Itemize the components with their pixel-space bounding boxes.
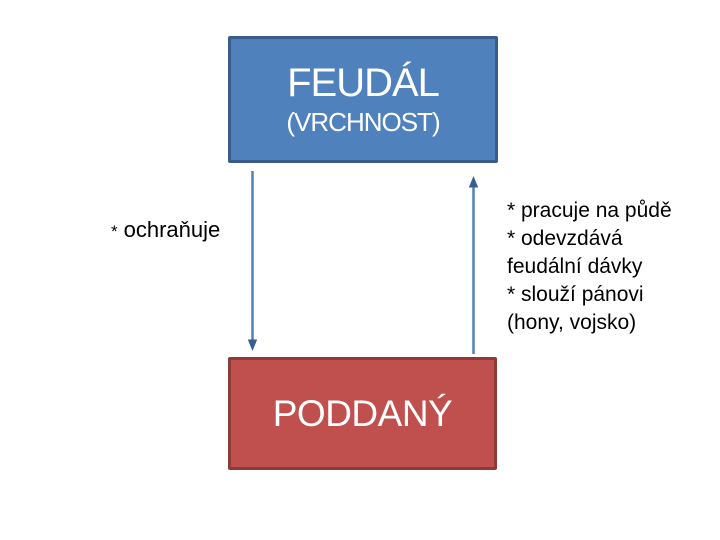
poddany-box: PODDANÝ xyxy=(228,357,497,470)
right-note-line: * pracuje na půdě xyxy=(507,199,672,222)
down-arrow-icon xyxy=(247,171,258,351)
left-note-bullet: * xyxy=(111,222,118,241)
poddany-title: PODDANÝ xyxy=(272,392,453,434)
feudal-subtitle: (VRCHNOST) xyxy=(286,107,440,137)
right-note-line: * odevzdává xyxy=(507,227,623,250)
left-note-text: ochraňuje xyxy=(123,217,221,242)
up-arrow-head xyxy=(468,176,479,188)
feudal-title: FEUDÁL xyxy=(287,61,440,105)
right-note: * pracuje na půdě * odevzdává feudální d… xyxy=(507,197,672,337)
right-note-line: feudální dávky xyxy=(507,255,643,278)
right-note-line: * slouží pánovi xyxy=(507,283,644,306)
left-note: * ochraňuje xyxy=(111,216,220,246)
down-arrow-head xyxy=(247,339,258,351)
up-arrow-icon xyxy=(468,176,479,354)
right-note-line: (hony, vojsko) xyxy=(507,311,637,334)
feudal-box: FEUDÁL (VRCHNOST) xyxy=(228,36,498,163)
